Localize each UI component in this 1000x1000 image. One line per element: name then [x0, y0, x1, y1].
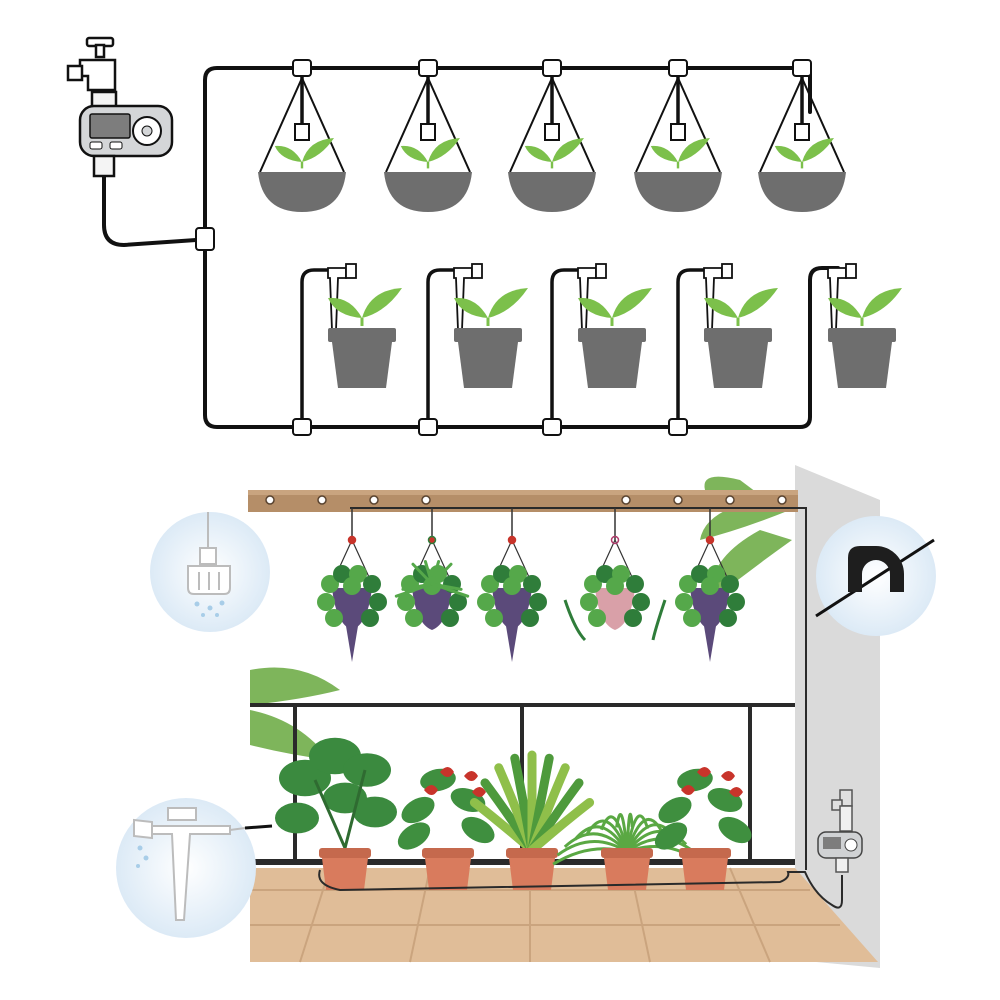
water-timer-icon	[78, 90, 174, 178]
tee-connector	[195, 227, 215, 251]
hook	[621, 495, 631, 505]
hook	[725, 495, 735, 505]
ground-pot	[453, 263, 528, 388]
dripper-detail	[150, 512, 270, 632]
hanging-plant	[317, 508, 387, 662]
tee-connector	[418, 418, 438, 436]
floor-plant	[654, 767, 752, 890]
top-irrigation-scheme	[66, 36, 902, 436]
floor-plants	[275, 737, 752, 890]
hook	[317, 495, 327, 505]
floor-tube	[318, 869, 843, 909]
hook	[369, 495, 379, 505]
hanging-baskets	[258, 77, 846, 212]
water-timer-icon	[817, 789, 863, 873]
tee-connector	[792, 59, 812, 77]
hanging-basket	[508, 77, 596, 212]
bottom-tee-row	[292, 268, 716, 436]
drip-stake-icon	[133, 807, 246, 921]
faucet-icon	[66, 36, 117, 92]
tee-connector	[668, 59, 688, 77]
wooden-deck	[250, 868, 878, 962]
dripper-icon	[794, 123, 810, 141]
hook	[265, 495, 275, 505]
stake-detail	[116, 798, 273, 938]
hanging-basket	[634, 77, 722, 212]
floor-plant	[275, 737, 397, 890]
hanging-plant	[394, 508, 470, 630]
tee-connector	[418, 59, 438, 77]
hanging-plant	[563, 508, 667, 642]
dripper-icon	[187, 512, 231, 595]
ground-pot	[703, 263, 778, 388]
beam-tube	[350, 507, 807, 760]
hanging-plant	[477, 508, 547, 662]
wooden-beam	[248, 490, 798, 512]
hanging-plants	[317, 508, 745, 662]
dripper-icon	[420, 123, 436, 141]
floor-plant	[469, 750, 595, 890]
beam-hooks	[265, 495, 787, 505]
tee-connector	[292, 418, 312, 436]
ground-pots	[327, 263, 902, 388]
balcony-scene	[116, 465, 936, 968]
hook	[673, 495, 683, 505]
hanging-basket	[384, 77, 472, 212]
dripper-icon	[670, 123, 686, 141]
timer-supply-tube	[102, 175, 197, 248]
dripper-icon	[544, 123, 560, 141]
hanging-basket	[758, 77, 846, 212]
dripper-icon	[294, 123, 310, 141]
main-tube-loop	[203, 66, 840, 429]
top-tee-row	[292, 59, 812, 124]
tee-connector	[542, 418, 562, 436]
tee-connector	[668, 418, 688, 436]
hanging-plant	[675, 508, 745, 662]
ground-pot	[827, 263, 902, 388]
ground-pot	[327, 263, 402, 388]
clip-detail	[815, 516, 936, 636]
tee-connector	[542, 59, 562, 77]
tee-connector	[292, 59, 312, 77]
hook	[421, 495, 431, 505]
ground-pot	[577, 263, 652, 388]
hanging-basket	[258, 77, 346, 212]
hook	[777, 495, 787, 505]
tube-clip-icon	[848, 546, 904, 592]
